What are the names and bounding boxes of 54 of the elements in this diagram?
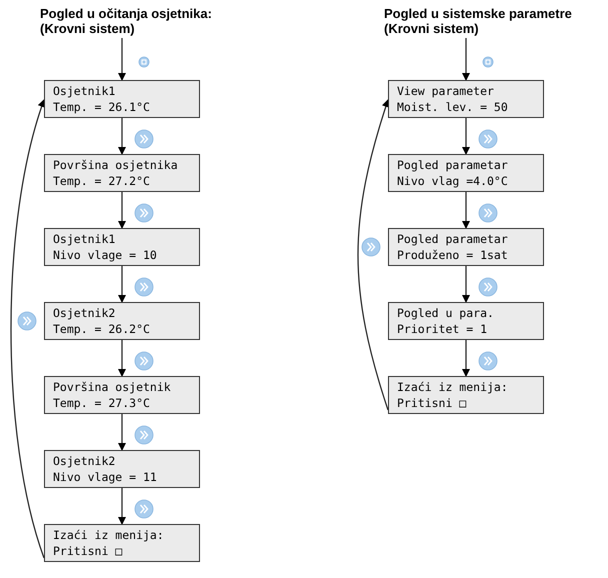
- lcd-screen-box: [388, 228, 544, 266]
- lcd-screen-box: [44, 80, 200, 118]
- lcd-screen-box: [388, 80, 544, 118]
- display-text: Osjetnik1: [53, 231, 116, 247]
- display-text: View parameter: [397, 83, 495, 99]
- display-text: Izaći iz menija:: [53, 527, 165, 543]
- lcd-screen-box: [44, 450, 200, 488]
- display-text: Osjetnik2: [53, 305, 116, 321]
- display-text: Nivo vlage = 10: [53, 247, 158, 263]
- display-text: Pogled u para.: [397, 305, 495, 321]
- display-text: Osjetnik1: [53, 83, 116, 99]
- lcd-screen-box: [44, 376, 200, 414]
- arrow: [118, 340, 126, 377]
- lcd-screen-box: [44, 228, 200, 266]
- arrow: [118, 266, 126, 303]
- arrow: [10, 99, 46, 558]
- arrow: [462, 118, 470, 155]
- lcd-screen-box: [388, 376, 544, 414]
- display-text: Površina osjetnika: [53, 157, 179, 173]
- display-text: Produženo = 1sat: [397, 247, 509, 263]
- arrow: [118, 488, 126, 525]
- display-text: Moist. lev. = 50: [397, 99, 509, 115]
- lcd-screen-box: [44, 302, 200, 340]
- heading: Pogled u očitanja osjetnika:: [40, 6, 212, 21]
- display-text: Pritisni □: [53, 543, 124, 559]
- display-text: Temp. = 27.2°C: [53, 173, 151, 189]
- display-text: Prioritet = 1: [397, 321, 488, 337]
- lcd-screen-box: [388, 154, 544, 192]
- heading: Pogled u sistemske parametre: [384, 6, 572, 21]
- heading: (Krovni sistem): [40, 21, 136, 36]
- arrow: [357, 99, 390, 410]
- display-text: Temp. = 26.2°C: [53, 321, 151, 337]
- arrow: [118, 38, 126, 81]
- display-text: Pogled parametar: [397, 231, 509, 247]
- arrow: [462, 340, 470, 377]
- heading: (Krovni sistem): [384, 21, 480, 36]
- display-text: Osjetnik2: [53, 453, 116, 469]
- display-text: Pogled parametar: [397, 157, 509, 173]
- display-text: Temp. = 27.3°C: [53, 395, 151, 411]
- display-text: Nivo vlag =4.0°C: [397, 173, 509, 189]
- arrow: [462, 192, 470, 229]
- lcd-screen-box: [44, 524, 200, 562]
- lcd-screen-box: [44, 154, 200, 192]
- display-text: Pritisni □: [397, 395, 468, 411]
- arrow: [118, 118, 126, 155]
- lcd-screen-box: [388, 302, 544, 340]
- arrow: [462, 38, 470, 81]
- arrow: [462, 266, 470, 303]
- display-text: Temp. = 26.1°C: [53, 99, 151, 115]
- display-text: Nivo vlage = 11: [53, 469, 158, 485]
- arrow: [118, 414, 126, 451]
- arrow: [118, 192, 126, 229]
- display-text: Površina osjetnik: [53, 379, 172, 395]
- display-text: Izaći iz menija:: [397, 379, 509, 395]
